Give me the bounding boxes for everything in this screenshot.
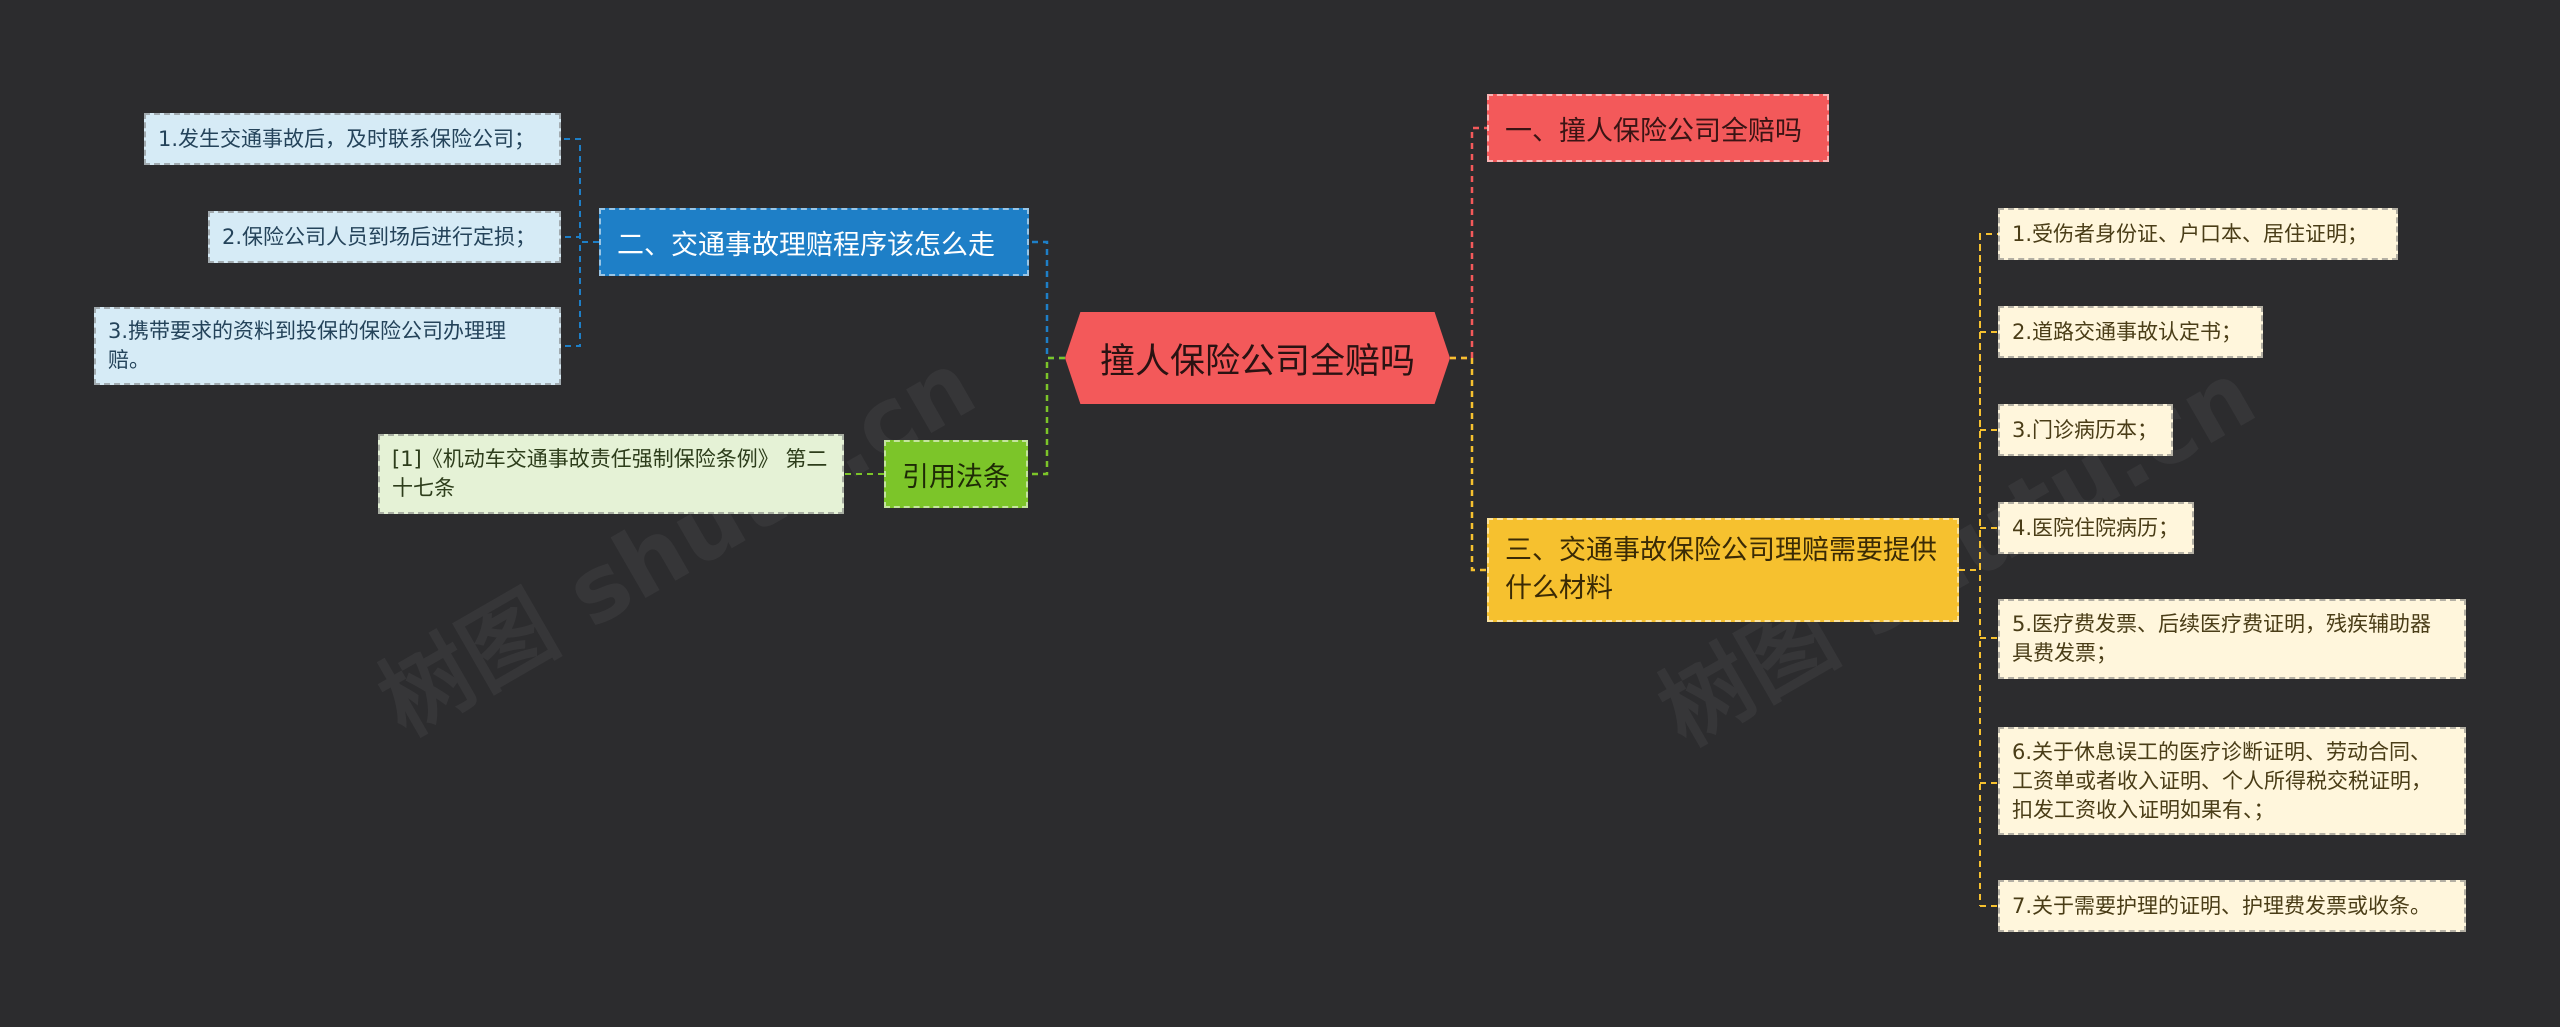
link-b2-leaf2 — [561, 236, 599, 243]
branch-3-item-4[interactable]: 4.医院住院病历； — [1998, 502, 2194, 554]
branch-4-topic[interactable]: 引用法条 — [884, 440, 1028, 508]
branch-2-label: 二、交通事故理赔程序该怎么走 — [617, 229, 995, 261]
link-b3-leaves — [1959, 233, 1998, 907]
link-b2-leaf3 — [561, 241, 599, 347]
branch-1-topic[interactable]: 一、撞人保险公司全赔吗 — [1487, 94, 1829, 162]
branch-3-item-1[interactable]: 1.受伤者身份证、户口本、居住证明； — [1998, 208, 2398, 260]
branch-4-item-1-text: [1]《机动车交通事故责任强制保险条例》 第二十七条 — [392, 447, 828, 500]
branch-3-item-7[interactable]: 7.关于需要护理的证明、护理费发票或收条。 — [1998, 880, 2466, 932]
branch-3-item-3-text: 3.门诊病历本； — [2012, 417, 2159, 442]
branch-3-item-2-text: 2.道路交通事故认定书； — [2012, 319, 2243, 344]
branch-3-item-1-text: 1.受伤者身份证、户口本、居住证明； — [2012, 221, 2369, 246]
link-root-b4 — [1028, 356, 1065, 476]
branch-2-item-3[interactable]: 3.携带要求的资料到投保的保险公司办理理赔。 — [94, 307, 561, 385]
branch-2-topic[interactable]: 二、交通事故理赔程序该怎么走 — [599, 208, 1029, 276]
link-root-b1 — [1450, 126, 1487, 360]
branch-3-item-7-text: 7.关于需要护理的证明、护理费发票或收条。 — [2012, 893, 2432, 918]
link-root-b3 — [1450, 356, 1487, 572]
branch-2-item-1-text: 1.发生交通事故后，及时联系保险公司； — [158, 126, 536, 151]
root-topic-label: 撞人保险公司全赔吗 — [1099, 341, 1415, 382]
branch-3-label: 三、交通事故保险公司理赔需要提供什么材料 — [1505, 535, 1937, 604]
branch-4-item-1[interactable]: [1]《机动车交通事故责任强制保险条例》 第二十七条 — [378, 434, 844, 514]
branch-3-item-4-text: 4.医院住院病历； — [2012, 515, 2180, 540]
branch-1-label: 一、撞人保险公司全赔吗 — [1505, 115, 1802, 147]
root-topic[interactable]: 撞人保险公司全赔吗 — [1065, 312, 1450, 404]
link-b2-leaf1 — [561, 138, 599, 243]
branch-2-item-2[interactable]: 2.保险公司人员到场后进行定损； — [208, 211, 561, 263]
branch-3-item-5[interactable]: 5.医疗费发票、后续医疗费证明，残疾辅助器具费发票； — [1998, 599, 2466, 679]
branch-3-item-5-text: 5.医疗费发票、后续医疗费证明，残疾辅助器具费发票； — [2012, 612, 2432, 665]
branch-2-item-3-text: 3.携带要求的资料到投保的保险公司办理理赔。 — [108, 319, 507, 372]
link-root-b2 — [1029, 240, 1065, 360]
branch-2-item-1[interactable]: 1.发生交通事故后，及时联系保险公司； — [144, 113, 561, 165]
branch-2-item-2-text: 2.保险公司人员到场后进行定损； — [222, 224, 537, 249]
branch-3-item-2[interactable]: 2.道路交通事故认定书； — [1998, 306, 2263, 358]
branch-3-item-6-text: 6.关于休息误工的医疗诊断证明、劳动合同、工资单或者收入证明、个人所得税交税证明… — [2012, 739, 2432, 822]
branch-3-topic[interactable]: 三、交通事故保险公司理赔需要提供什么材料 — [1487, 518, 1959, 622]
branch-3-item-3[interactable]: 3.门诊病历本； — [1998, 404, 2173, 456]
branch-4-label: 引用法条 — [902, 461, 1010, 493]
branch-3-item-6[interactable]: 6.关于休息误工的医疗诊断证明、劳动合同、工资单或者收入证明、个人所得税交税证明… — [1998, 727, 2466, 835]
